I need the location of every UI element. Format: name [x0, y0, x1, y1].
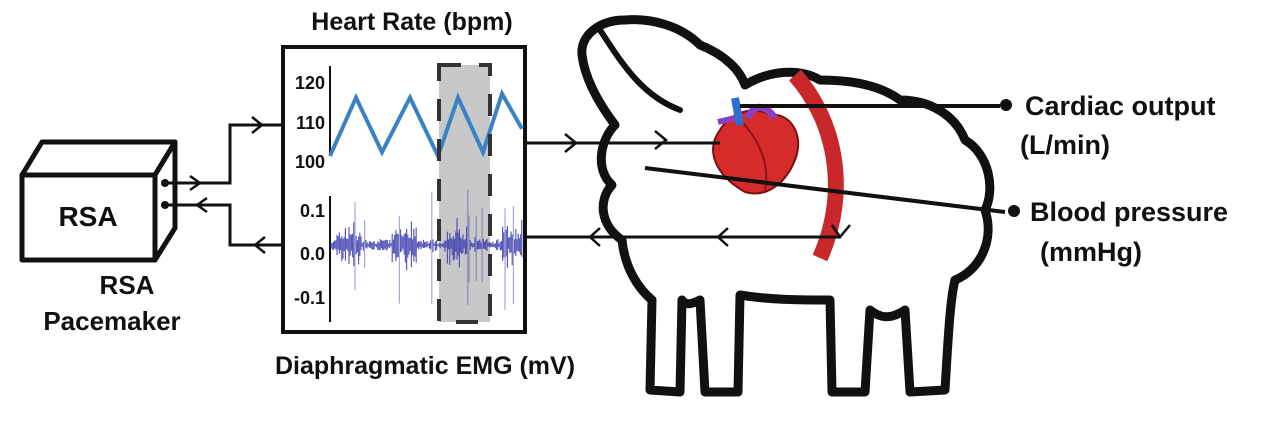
sheep-connectors: [525, 104, 1006, 247]
hr-tick: 110: [296, 113, 325, 133]
abdominal-band: [788, 69, 844, 262]
hr-tick: 100: [295, 152, 325, 172]
pacemaker-box-label: RSA: [58, 201, 117, 232]
emg-tick: 0.1: [300, 201, 325, 221]
pacemaker-label-2: Pacemaker: [43, 306, 180, 336]
heart-rate-title: Heart Rate (bpm): [311, 8, 512, 36]
blood-pressure-unit: (mmHg): [1040, 237, 1142, 267]
emg-tick: -0.1: [294, 288, 325, 308]
blood-pressure-dot: [1008, 205, 1020, 217]
cardiac-output-unit: (L/min): [1020, 130, 1110, 160]
highlight-window-border: [437, 63, 492, 324]
cardiac-output-label: Cardiac output: [1025, 91, 1216, 121]
rsa-pacemaker-box: [19, 139, 178, 263]
pacemaker-connectors: [165, 116, 283, 254]
blood-pressure-label: Blood pressure: [1030, 197, 1228, 227]
emg-tick: 0.0: [300, 244, 325, 264]
pacemaker-label-1: RSA: [100, 270, 155, 300]
hr-tick: 120: [295, 73, 325, 93]
emg-signal: [330, 189, 523, 311]
cardiac-output-dot: [1000, 99, 1012, 111]
emg-title: Diaphragmatic EMG (mV): [275, 352, 575, 380]
highlight-window: [439, 65, 490, 322]
sheep-icon: [577, 15, 995, 397]
